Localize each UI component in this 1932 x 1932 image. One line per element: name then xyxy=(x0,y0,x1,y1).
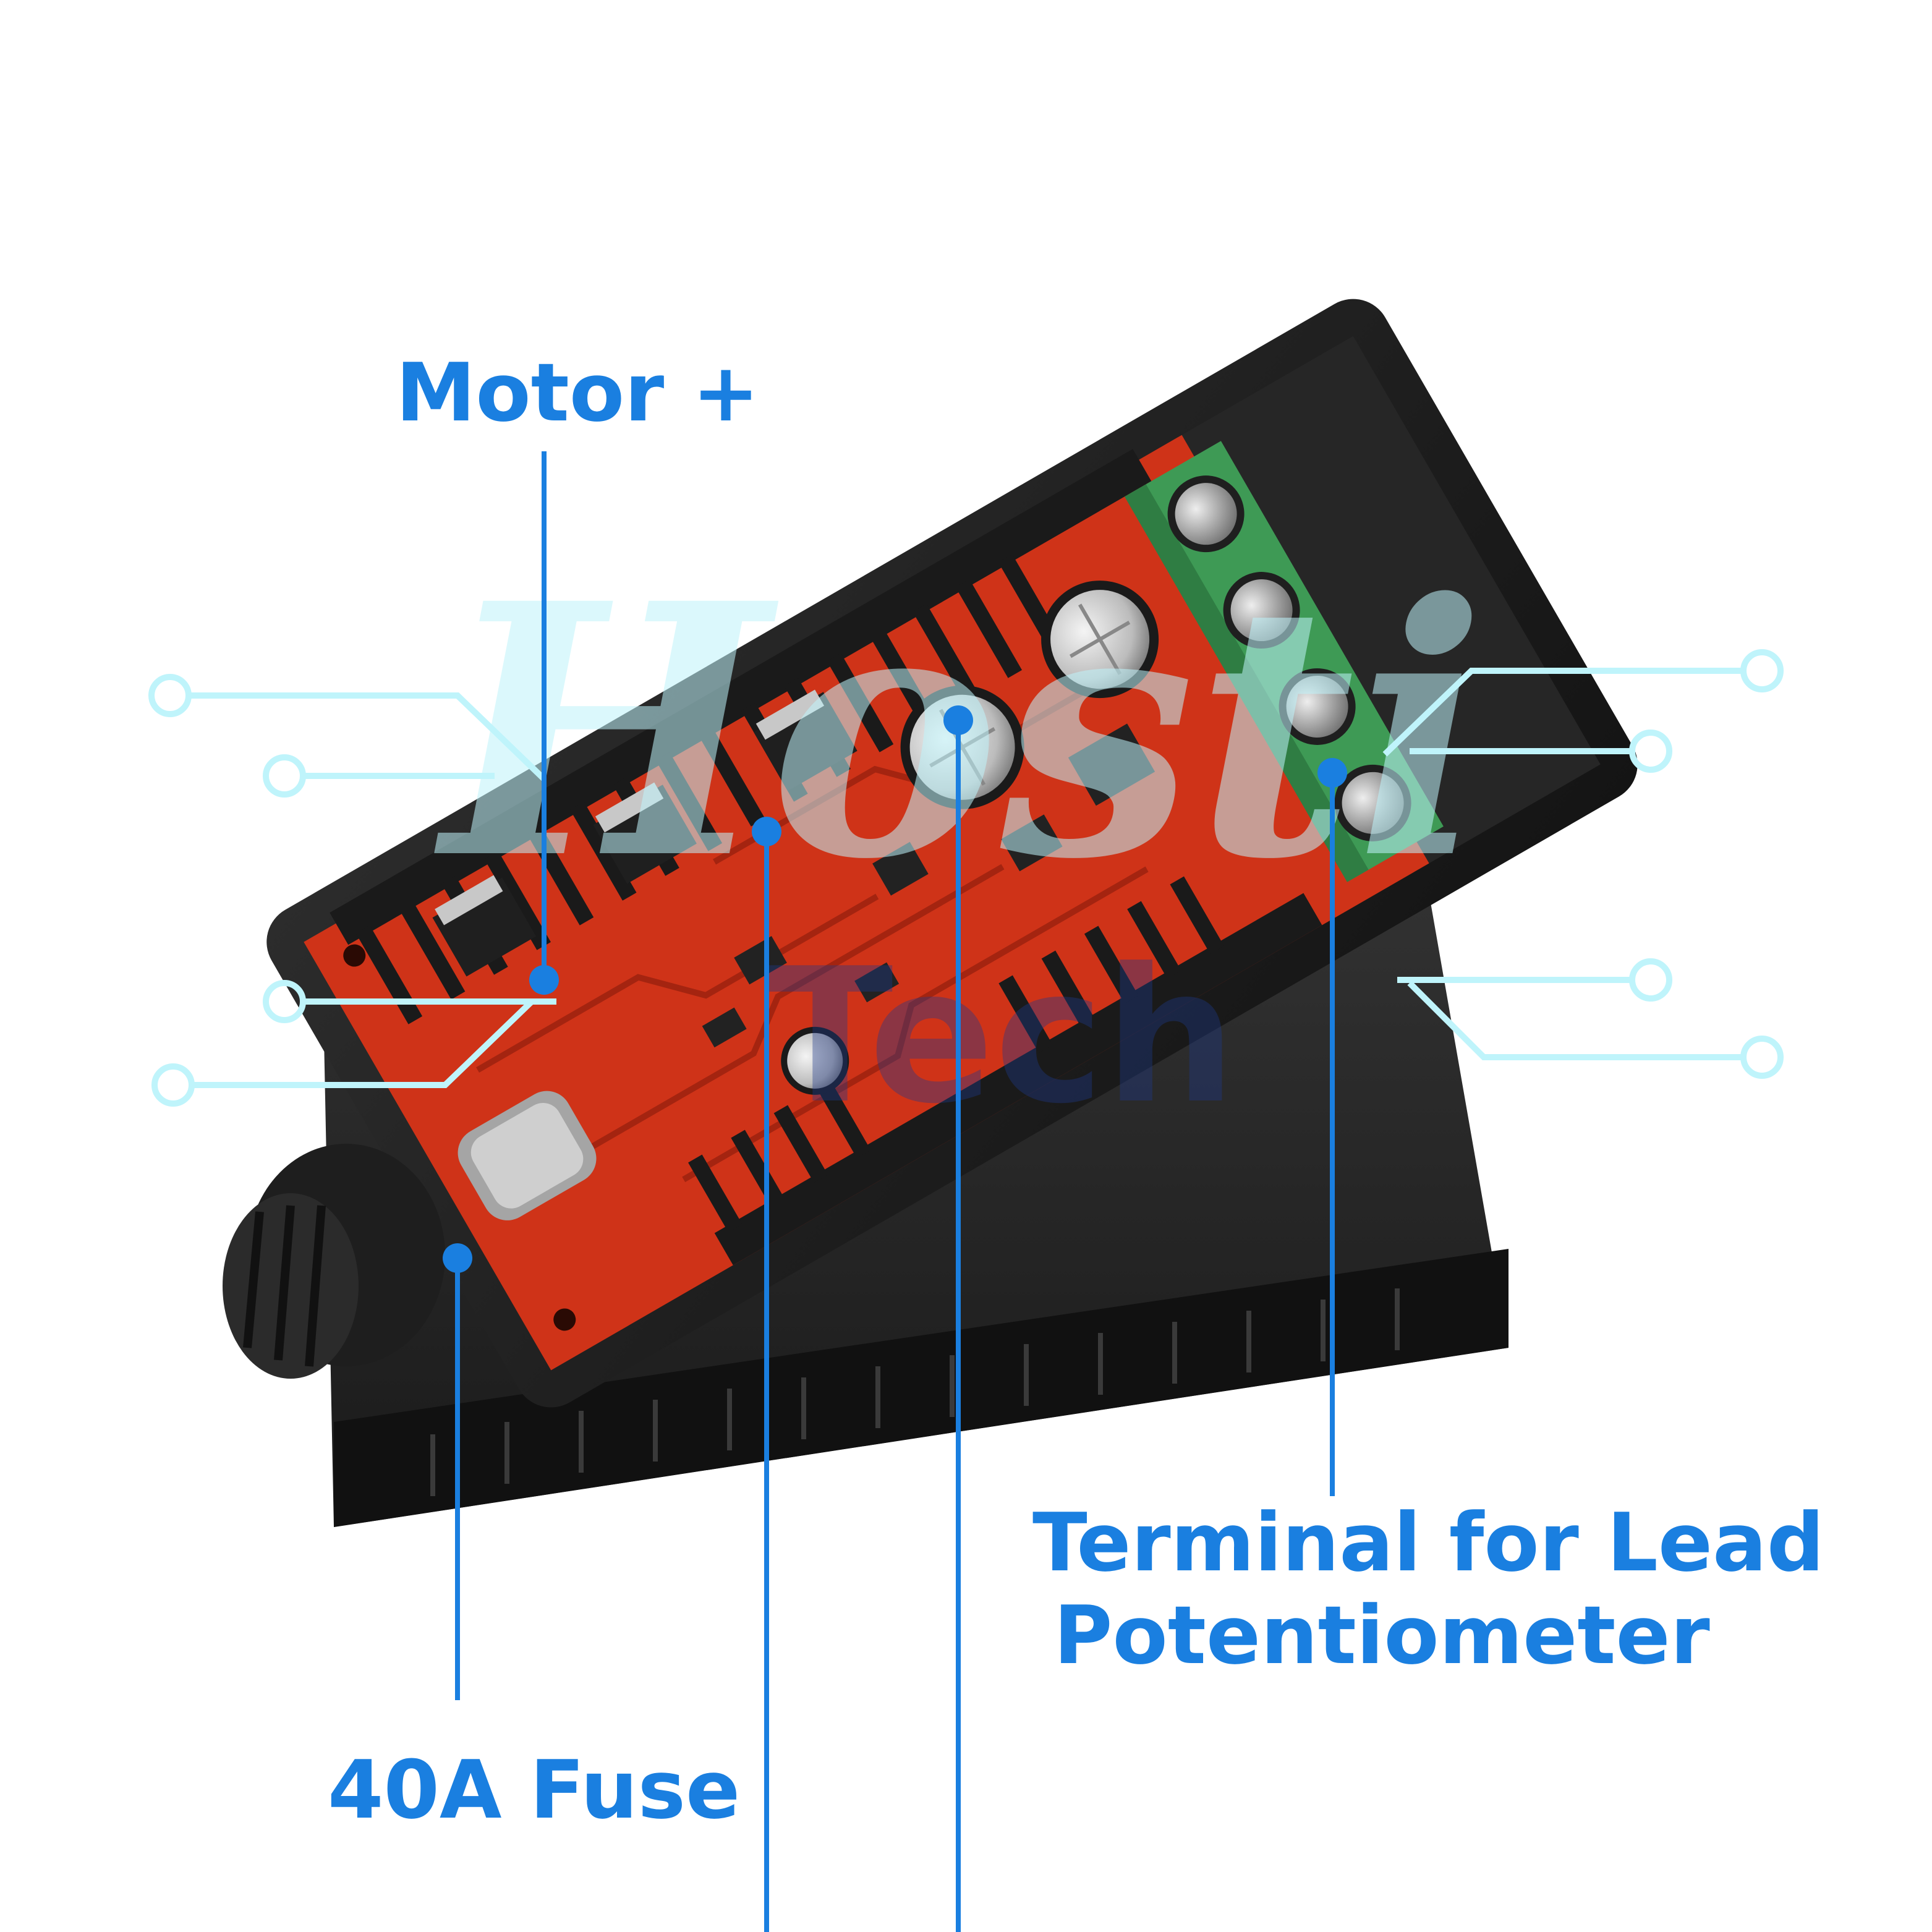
terminal-label-line2: Potentiometer xyxy=(1053,1588,1710,1682)
heatsink-bottom xyxy=(688,876,1322,1266)
callout-dot-icon xyxy=(443,705,1347,1273)
capacitor-icon xyxy=(781,581,1159,1095)
fuse-holder xyxy=(457,1091,597,1220)
fuse-label: 40A Fuse xyxy=(328,1743,741,1837)
mosfets xyxy=(432,689,857,977)
screw-terminal-icon xyxy=(1124,441,1444,882)
motor-plus-label: Motor + xyxy=(396,346,760,440)
callout-lines xyxy=(455,451,1335,1932)
control-knob-icon xyxy=(223,1144,445,1379)
controller-case xyxy=(266,299,1638,1408)
terminal-label-line1: Terminal for Lead xyxy=(1032,1496,1824,1589)
circuit-trace-icon xyxy=(148,649,1784,1107)
svg-text:Tech: Tech xyxy=(767,929,1236,1144)
terminal-label: Terminal for Lead Potentiometer xyxy=(1032,1496,1824,1682)
